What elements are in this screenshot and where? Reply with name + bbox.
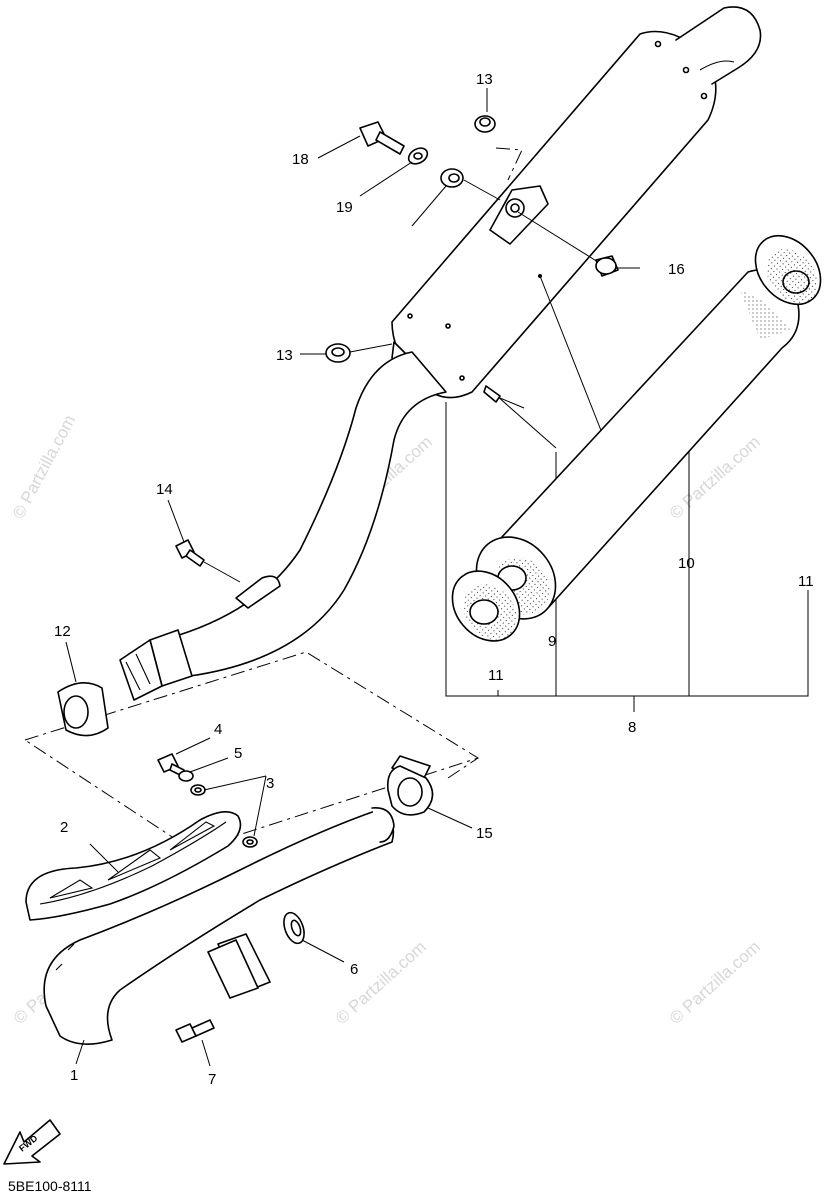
callout-2: 2 <box>60 819 68 836</box>
callout-6: 6 <box>350 961 358 978</box>
watermark: © Partzilla.com <box>332 937 430 1028</box>
callout-10: 10 <box>678 555 695 572</box>
gasket-12 <box>57 682 109 737</box>
callout-18: 16 <box>668 261 685 278</box>
watermark: © Partzilla.com <box>9 412 80 522</box>
callout-1: 1 <box>70 1067 78 1084</box>
callout-13a: 13 <box>476 71 493 88</box>
exhaust-pipe-middle <box>119 351 447 701</box>
watermark: © Partzilla.com <box>666 937 764 1028</box>
callout-11a: 11 <box>798 573 814 590</box>
callout-11b: 11 <box>488 667 504 684</box>
heat-protector-2 <box>25 811 242 921</box>
fwd-arrow-icon: FWD <box>3 1119 61 1165</box>
fasteners-upper <box>325 115 619 409</box>
clamp-14 <box>386 755 434 816</box>
diagram-code: 5BE100-8111 <box>8 1178 92 1194</box>
callout-12: 12 <box>54 623 71 640</box>
callout-labels: 13 18 19 16 13 14 10 11 12 9 11 8 4 5 3 … <box>54 71 814 1088</box>
fasteners-lower <box>157 753 258 848</box>
header-pipe <box>43 807 395 1045</box>
callout-15: 14 <box>156 481 173 498</box>
callout-9: 9 <box>548 633 556 650</box>
callout-14: 15 <box>476 825 493 842</box>
callout-4: 4 <box>214 721 222 738</box>
muffler-exploded <box>451 234 822 642</box>
assembly-plane <box>23 147 523 851</box>
callout-3: 3 <box>266 775 274 792</box>
callout-7: 7 <box>208 1071 216 1088</box>
callout-16: 18 <box>292 151 309 168</box>
callout-8: 8 <box>628 719 636 736</box>
callout-17: 19 <box>336 199 353 216</box>
callout-5: 5 <box>234 745 242 762</box>
callout-13b: 13 <box>276 347 293 364</box>
leader-lines <box>65 88 640 1067</box>
